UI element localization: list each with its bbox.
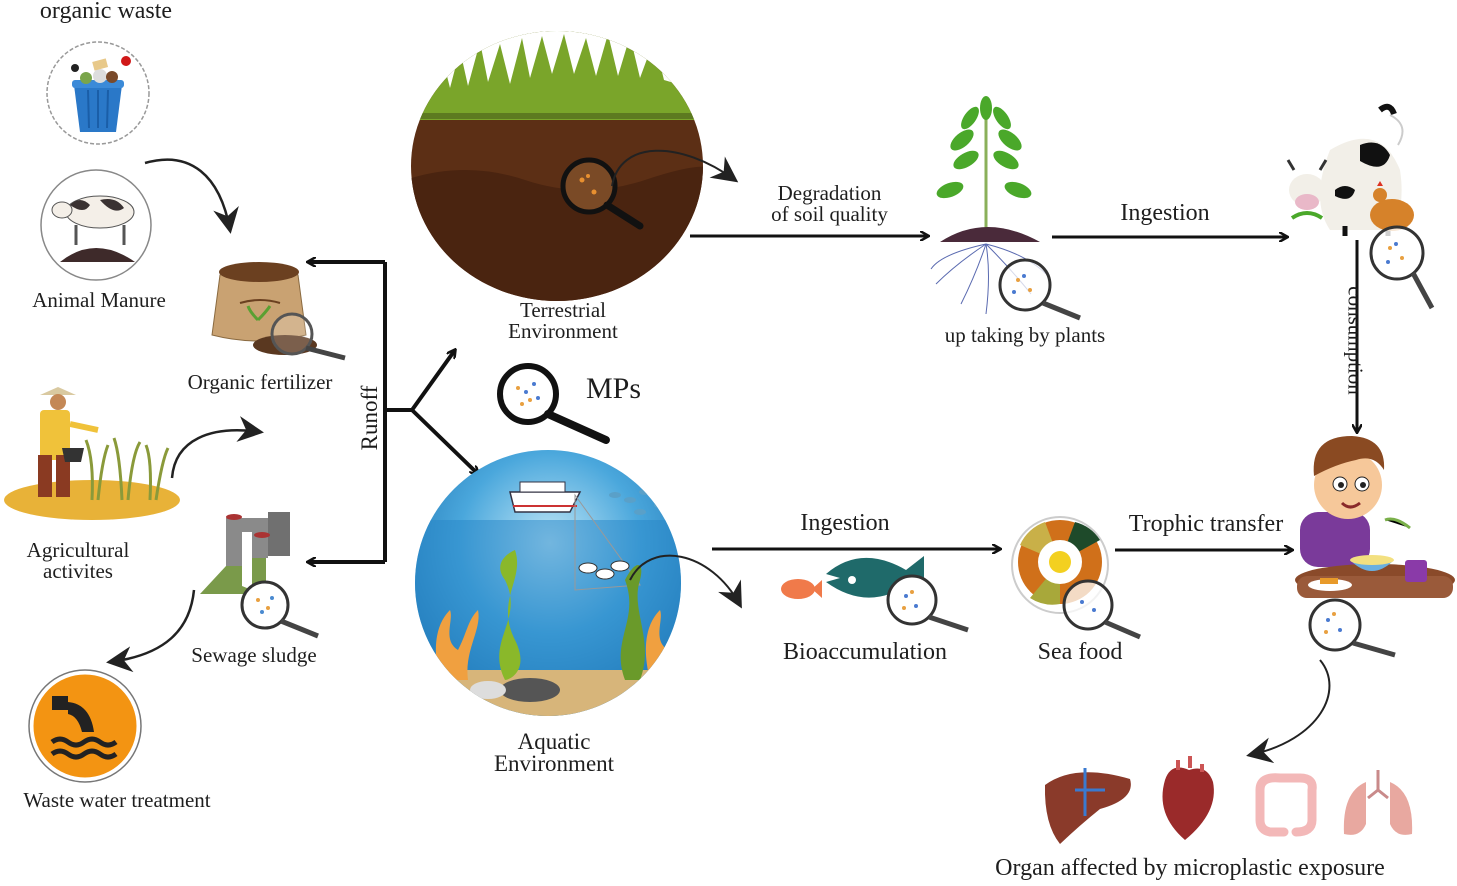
label-trophic-transfer: Trophic transfer xyxy=(1128,511,1284,537)
sea-food-icon xyxy=(1011,516,1141,640)
label-animal-manure: Animal Manure xyxy=(32,288,166,312)
agricultural-activities-icon xyxy=(4,387,180,520)
arrow-aquatic-curve xyxy=(629,554,742,609)
human-eating-icon xyxy=(1295,436,1455,658)
label-ingestion-top: Ingestion xyxy=(1120,200,1210,226)
waste-water-treatment-icon xyxy=(28,669,142,783)
label-organic-fertilizer: Organic fertilizer xyxy=(187,370,333,394)
organic-waste-icon xyxy=(46,41,150,145)
runoff-bracket xyxy=(308,262,478,562)
plant-icon xyxy=(930,96,1081,321)
label-runoff: Runoff xyxy=(357,385,382,451)
heart-icon xyxy=(1162,756,1214,840)
livestock-icon xyxy=(1286,103,1435,310)
arrow-agri-to-runoff xyxy=(170,416,264,479)
organic-fertilizer-icon xyxy=(211,262,346,361)
arrow-sewage-to-wastewater xyxy=(106,589,196,673)
arrow-soil-curve xyxy=(611,149,739,187)
liver-icon xyxy=(1044,768,1131,844)
label-ingestion-bottom: Ingestion xyxy=(800,510,890,536)
aquatic-environment-icon xyxy=(415,450,681,716)
intestine-icon xyxy=(1255,773,1317,837)
label-agricultural-2: activites xyxy=(43,559,113,583)
lungs-icon xyxy=(1343,770,1413,835)
label-aquatic-1: Aquatic xyxy=(517,729,591,754)
mps-magnifier-icon xyxy=(497,363,610,444)
sewage-sludge-icon xyxy=(200,512,319,639)
label-plants: up taking by plants xyxy=(944,323,1106,347)
label-degradation-1: Degradation xyxy=(777,181,882,205)
label-organs-caption: Organ affected by microplastic exposure xyxy=(995,855,1385,881)
label-sea-food: Sea food xyxy=(1037,639,1123,665)
label-sewage-sludge: Sewage sludge xyxy=(191,643,317,667)
label-terrestrial-2: Environment xyxy=(508,319,618,343)
label-degradation-2: of soil quality xyxy=(771,202,888,226)
arrow-manure-to-fertilizer xyxy=(144,158,239,234)
label-organic-waste: organic waste xyxy=(39,0,173,24)
label-mps: MPs xyxy=(586,372,642,405)
arrow-human-to-organs xyxy=(1246,659,1331,764)
label-aquatic-2: Environment xyxy=(493,751,615,776)
label-agricultural-1: Agricultural xyxy=(26,538,130,562)
label-terrestrial-1: Terrestrial xyxy=(520,298,606,322)
label-consumption: consumption xyxy=(1343,286,1368,395)
label-bioaccumulation: Bioaccumulation xyxy=(783,639,947,665)
terrestrial-environment-icon xyxy=(411,31,703,301)
label-waste-water: Waste water treatment xyxy=(23,788,211,812)
bioaccumulation-fish-icon xyxy=(781,556,969,633)
animal-manure-icon xyxy=(40,169,152,281)
